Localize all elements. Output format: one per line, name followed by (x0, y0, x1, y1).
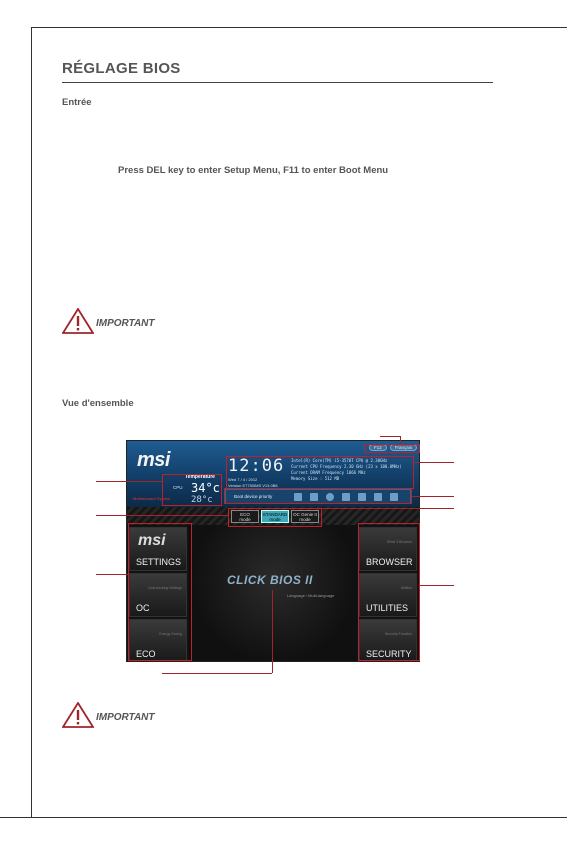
callout-line (96, 515, 228, 516)
oc-tile[interactable]: Overclocking Settings OC (129, 573, 187, 617)
mode-line: mode (299, 517, 311, 522)
callout-line (400, 436, 401, 444)
msi-logo: msi (137, 449, 170, 471)
info-line: Current CPU Frequency 2.30 GHz (23 x 100… (291, 464, 402, 469)
mode-line: mode (269, 517, 281, 522)
callout-box-temperature (162, 474, 222, 506)
left-menu-panel: msi SETTINGS Overclocking Settings OC En… (127, 525, 189, 661)
tile-caption: Security Function (384, 632, 412, 636)
page-frame-left (31, 27, 32, 817)
subheading-entree: Entrée (62, 97, 92, 108)
press-del-instruction: Press DEL key to enter Setup Menu, F11 t… (118, 165, 389, 176)
browser-tile[interactable]: Winki 3 Browser BROWSER (359, 527, 417, 571)
mode-line: ECO (240, 512, 250, 517)
mode-line: OC Genie II (293, 512, 317, 517)
click-bios-title: CLICK BIOS II (227, 573, 313, 587)
section-title: RÉGLAGE BIOS (62, 60, 181, 77)
callout-box-left-menu (128, 523, 192, 661)
cpu-temp-value: 34°c (191, 481, 220, 495)
subheading-vue-ensemble: Vue d'ensemble (62, 398, 134, 409)
tile-label: ECO (136, 649, 156, 659)
important-label: IMPORTANT (96, 712, 155, 723)
mode-line: mode (239, 517, 251, 522)
tile-caption: Winki 3 Browser (386, 540, 412, 544)
bios-screenshot: F12 Français msi Temperature CPU 34°c Mo… (126, 440, 420, 662)
boot-device-icon[interactable] (294, 493, 302, 501)
callout-line (412, 496, 454, 497)
callout-line (380, 436, 400, 437)
boot-device-icon[interactable] (342, 493, 350, 501)
tile-label: OC (136, 603, 150, 613)
clock-panel: 12:06 Wed 7 / 4 / 2012 Version E7750IMS … (228, 456, 286, 490)
callout-line (322, 508, 454, 509)
important-label: IMPORTANT (96, 318, 155, 329)
callout-box-system-info (226, 456, 414, 489)
boot-device-icon[interactable] (374, 493, 382, 501)
motherboard-label: Motherboard System (133, 496, 171, 501)
title-rule (62, 82, 493, 83)
callout-box-boot-priority (224, 488, 412, 504)
bios-center-area: CLICK BIOS II Language / Multi-language (191, 525, 357, 661)
mode-line: STANDARD (262, 512, 288, 517)
warning-triangle-icon (62, 308, 94, 334)
boot-priority-label: Boot device priority (234, 494, 273, 499)
right-menu-panel: Winki 3 Browser BROWSER Utilities UTILIT… (357, 525, 419, 661)
info-line: Intel(R) Core(TM) i5-3570T CPU @ 2.30GHz (291, 458, 388, 463)
callout-line (96, 481, 162, 482)
system-info: Intel(R) Core(TM) i5-3570T CPU @ 2.30GHz… (291, 458, 402, 482)
tile-caption: Energy Saving (159, 632, 182, 636)
tile-caption: Overclocking Settings (148, 586, 182, 590)
temperature-panel: Temperature CPU 34°c Motherboard System … (133, 474, 221, 505)
important-notice-2: IMPORTANT (62, 702, 202, 728)
boot-device-icon[interactable] (326, 493, 334, 501)
oc-genie-mode-button[interactable]: OC Genie II mode (291, 510, 319, 523)
info-line: Current DRAM Frequency 1066 MHz (291, 470, 366, 475)
tile-caption: Utilities (400, 586, 412, 590)
callout-line (96, 574, 128, 575)
boot-device-icon[interactable] (310, 493, 318, 501)
temperature-title: Temperature (185, 474, 215, 480)
utilities-tile[interactable]: Utilities UTILITIES (359, 573, 417, 617)
version-line: Version E7750IMS V13.0B6 (228, 483, 278, 488)
eco-tile[interactable]: Energy Saving ECO (129, 619, 187, 661)
callout-line (272, 590, 273, 673)
warning-triangle-icon (62, 702, 94, 728)
boot-device-icon[interactable] (358, 493, 366, 501)
callout-box-right-menu (358, 523, 420, 661)
clock-time: 12:06 (228, 456, 285, 476)
motherboard-temp-value: 28°c (191, 495, 213, 505)
boot-device-icon[interactable] (390, 493, 398, 501)
mode-strip: ECO mode STANDARD mode OC Genie II mode (127, 507, 419, 525)
cpu-label: CPU (173, 485, 183, 490)
tile-label: SETTINGS (136, 557, 182, 567)
date-line: Wed 7 / 4 / 2012 (228, 477, 258, 482)
callout-line (420, 585, 454, 586)
eco-mode-button[interactable]: ECO mode (231, 510, 259, 523)
settings-tile[interactable]: msi SETTINGS (129, 527, 187, 571)
language-caption: Language / Multi-language (287, 593, 335, 598)
standard-mode-button[interactable]: STANDARD mode (261, 510, 289, 523)
info-line: Memory Size : 512 MB (291, 476, 340, 481)
tile-label: UTILITIES (366, 603, 409, 613)
callout-line (162, 673, 272, 674)
callout-box-top-bar (364, 444, 420, 453)
tile-label: SECURITY (366, 649, 412, 659)
callout-line (414, 462, 454, 463)
important-notice-1: IMPORTANT (62, 308, 202, 334)
page-frame-top (31, 27, 567, 28)
msi-tile-logo: msi (138, 532, 166, 549)
callout-box-modes (228, 508, 322, 527)
page-frame-bottom (0, 817, 567, 818)
security-tile[interactable]: Security Function SECURITY (359, 619, 417, 661)
tile-label: BROWSER (366, 557, 413, 567)
